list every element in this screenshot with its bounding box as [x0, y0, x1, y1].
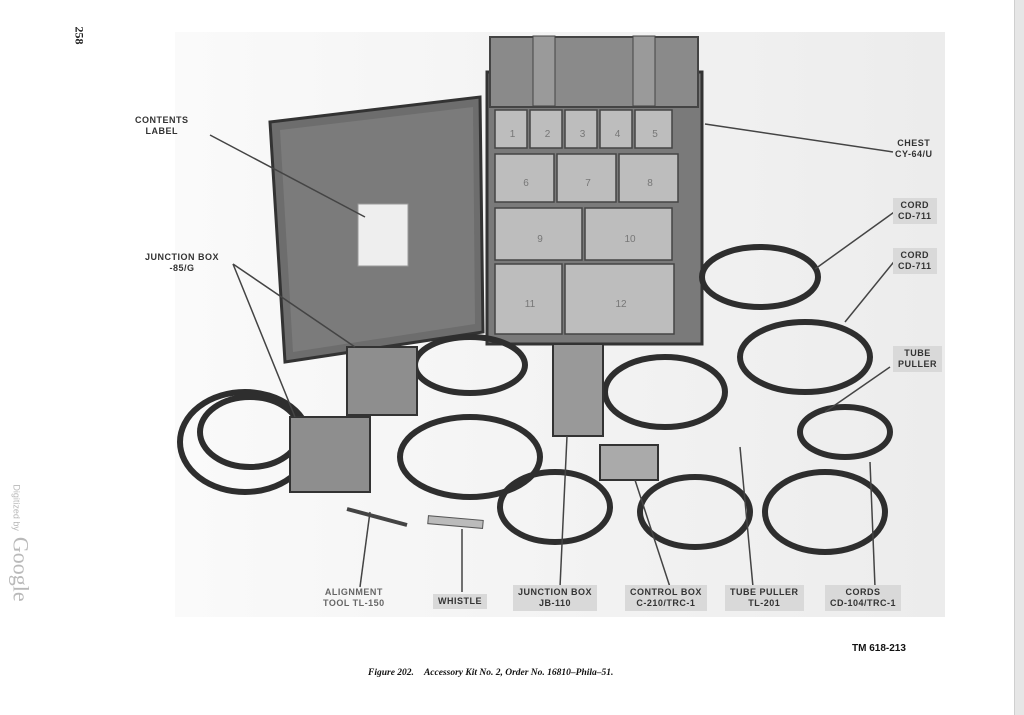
- google-watermark: Digitized by Google: [8, 484, 34, 601]
- drawer: [494, 153, 555, 203]
- drawer-number: 11: [525, 299, 536, 310]
- control-box: [599, 444, 659, 481]
- contents-label-sticker: [357, 203, 409, 267]
- drawer: [599, 109, 633, 149]
- leader-lines: [209, 123, 898, 592]
- drawer: [529, 109, 563, 149]
- junction-box-jb110: [552, 343, 604, 437]
- caption-figure: Figure 202.: [368, 668, 414, 678]
- junction-box-1: [346, 346, 418, 416]
- label-whistle: WHISTLE: [433, 594, 487, 609]
- drawer-number: 3: [580, 129, 586, 140]
- drawer: [634, 109, 673, 149]
- drawer: [494, 109, 528, 149]
- page-number: 258: [72, 26, 87, 45]
- page-edge: [1014, 0, 1024, 715]
- alignment-tool: [346, 507, 408, 527]
- drawer: [556, 153, 617, 203]
- watermark-brand: Google: [8, 536, 34, 602]
- drawer: [584, 207, 673, 261]
- drawer: [494, 263, 563, 335]
- drawer-number: 12: [615, 299, 627, 310]
- caption-text: Accessory Kit No. 2, Order No. 16810–Phi…: [423, 668, 614, 678]
- drawer-number: 5: [652, 129, 658, 140]
- drawer: [618, 153, 679, 203]
- drawer: [494, 207, 583, 261]
- drawer-number: 2: [545, 129, 551, 140]
- drawer-number: 9: [537, 234, 543, 245]
- whistle: [427, 515, 484, 529]
- figure-caption: Figure 202. Accessory Kit No. 2, Order No…: [368, 668, 623, 678]
- tm-number: TM 618-213: [852, 643, 906, 654]
- label-junction-box-left: JUNCTION BOX-85/G: [145, 252, 220, 273]
- drawer-number: 1: [510, 129, 516, 140]
- drawer-number: 4: [615, 129, 621, 140]
- drawer-number: 8: [647, 178, 653, 189]
- drawer-number: 7: [585, 178, 591, 189]
- junction-box-2: [289, 416, 371, 493]
- drawer-number: 10: [624, 234, 636, 245]
- drawer: [564, 109, 598, 149]
- drawer-number: 6: [523, 178, 529, 189]
- watermark-small: Digitized by: [11, 484, 22, 531]
- drawer: [564, 263, 675, 335]
